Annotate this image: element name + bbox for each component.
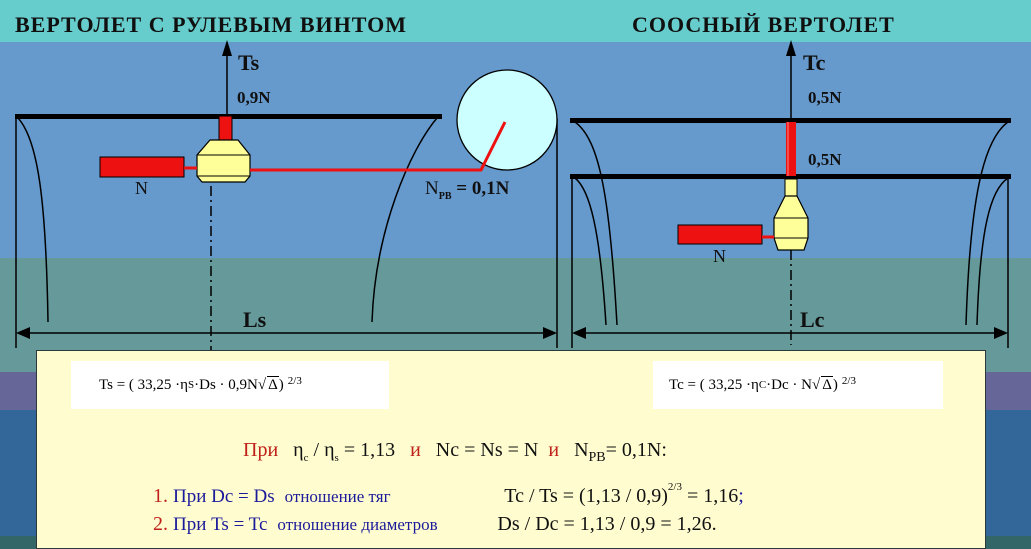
engine-power-label: N [135,178,148,198]
coaxial-schematic [570,40,1011,348]
thrust-arrow-icon [786,40,796,56]
span-label-ls: Ls [243,307,267,332]
span-arrow-left-icon [16,327,30,339]
tail-rotor-power-label: NРВ = 0,1N [425,178,510,202]
upper-rotor-blade [570,118,1011,123]
upper-rotor-power-label: 0,5N [808,88,842,107]
result-row-2: 2. При Ts = Tc отношение диаметров Ds / … [153,513,717,535]
span-label-lc: Lc [800,307,825,332]
span-arrow-right-icon [543,327,557,339]
span-arrow-right-icon [994,327,1008,339]
main-rotor-power-label: 0,9N [237,88,271,107]
thrust-label-tc: Tc [803,50,826,75]
main-gearbox [196,139,251,183]
lower-rotor-power-label: 0,5N [808,150,842,169]
bg-title-band [0,0,1031,42]
result-row-1: 1. При Dc = Ds отношение тяг Tc / Ts = (… [153,481,744,507]
coaxial-gearbox [773,195,809,251]
engine-block [677,224,763,245]
title-single-rotor-helicopter: ВЕРТОЛЕТ С РУЛЕВЫМ ВИНТОМ [15,12,407,37]
title-coaxial-helicopter: СООСНЫЙ ВЕРТОЛЕТ [632,12,895,37]
tail-rotor-disc [456,69,558,171]
thrust-label-ts: Ts [238,50,260,75]
engine-power-label: N [713,246,726,266]
engine-block [99,156,185,178]
single-rotor-schematic [15,40,558,350]
span-arrow-left-icon [572,327,586,339]
lower-rotor-blade [570,174,1011,179]
conditions-line: При ηc / ηs = 1,13 и Nc = Ns = N и NPB= … [243,439,667,465]
thrust-arrow-icon [222,40,232,56]
